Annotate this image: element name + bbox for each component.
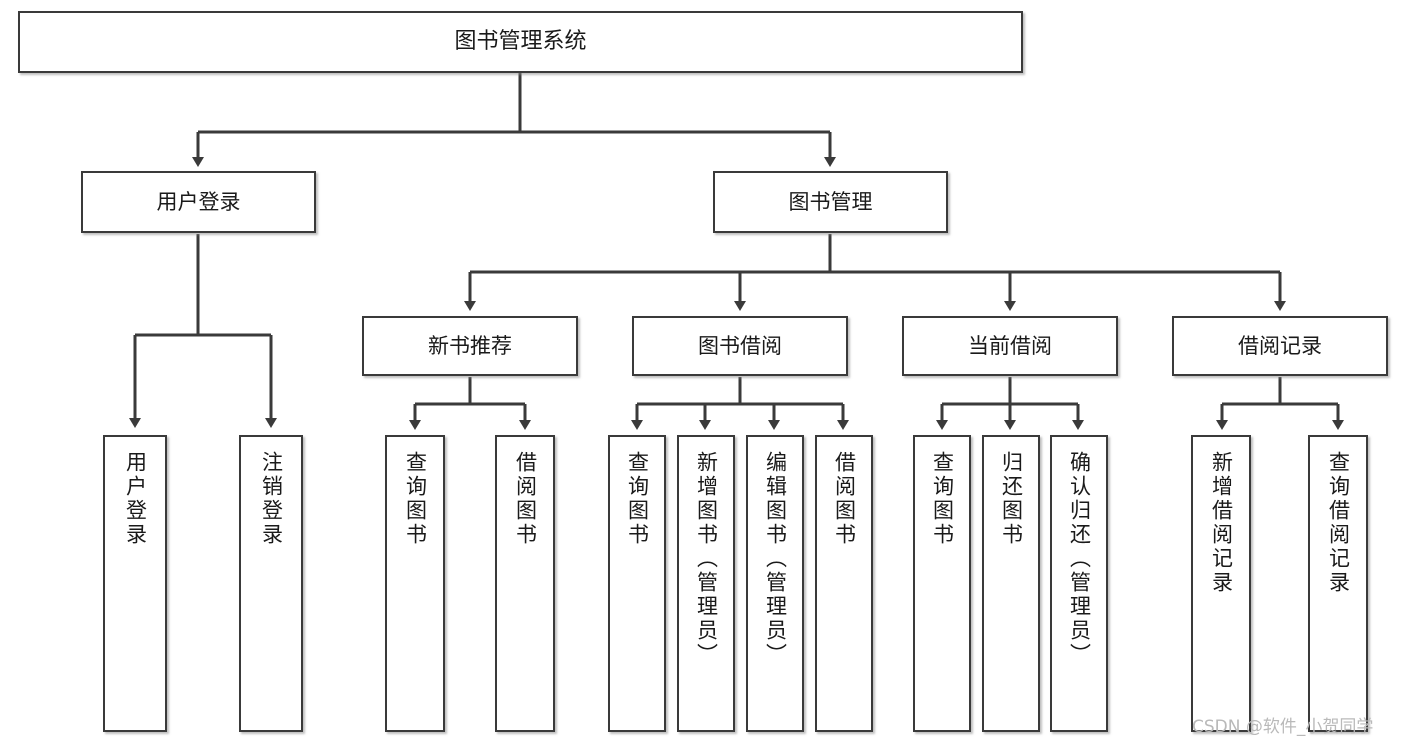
node-label: 查询图书 bbox=[930, 451, 955, 547]
leaf-new-book-query[interactable]: 查询图书 bbox=[385, 435, 445, 732]
node-current-borrow[interactable]: 当前借阅 bbox=[902, 316, 1118, 376]
node-label: 借阅图书 bbox=[832, 451, 857, 547]
leaf-record-query[interactable]: 查询借阅记录 bbox=[1308, 435, 1368, 732]
leaf-borrow-query-book[interactable]: 查询图书 bbox=[608, 435, 666, 732]
node-label: 图书管理系统 bbox=[454, 29, 587, 55]
node-label: 注销登录 bbox=[259, 451, 284, 547]
node-user-login[interactable]: 用户登录 bbox=[81, 171, 316, 233]
node-label: 编辑图书（管理员） bbox=[763, 451, 788, 667]
leaf-borrow-add-book-admin[interactable]: 新增图书（管理员） bbox=[677, 435, 735, 732]
node-label: 归还图书 bbox=[999, 451, 1024, 547]
leaf-user-login-signout[interactable]: 注销登录 bbox=[239, 435, 303, 732]
node-label: 用户登录 bbox=[123, 451, 148, 547]
node-label: 查询图书 bbox=[625, 451, 650, 547]
node-label: 确认归还（管理员） bbox=[1067, 451, 1092, 667]
node-book-management[interactable]: 图书管理 bbox=[713, 171, 948, 233]
node-label: 图书借阅 bbox=[698, 333, 782, 358]
node-new-book-recommend[interactable]: 新书推荐 bbox=[362, 316, 578, 376]
leaf-user-login-signin[interactable]: 用户登录 bbox=[103, 435, 167, 732]
leaf-borrow-borrow-book[interactable]: 借阅图书 bbox=[815, 435, 873, 732]
node-label: 图书管理 bbox=[788, 189, 873, 214]
node-label: 借阅图书 bbox=[513, 451, 538, 547]
node-root-system[interactable]: 图书管理系统 bbox=[18, 11, 1023, 73]
node-label: 当前借阅 bbox=[968, 333, 1052, 358]
node-label: 新增图书（管理员） bbox=[694, 451, 719, 667]
node-label: 查询图书 bbox=[403, 451, 428, 547]
node-book-borrow[interactable]: 图书借阅 bbox=[632, 316, 848, 376]
node-label: 用户登录 bbox=[156, 189, 241, 214]
leaf-record-add[interactable]: 新增借阅记录 bbox=[1191, 435, 1251, 732]
node-label: 借阅记录 bbox=[1238, 333, 1322, 358]
leaf-new-book-borrow[interactable]: 借阅图书 bbox=[495, 435, 555, 732]
leaf-borrow-edit-book-admin[interactable]: 编辑图书（管理员） bbox=[746, 435, 804, 732]
node-borrow-record[interactable]: 借阅记录 bbox=[1172, 316, 1388, 376]
node-label: 查询借阅记录 bbox=[1326, 451, 1351, 595]
node-label: 新增借阅记录 bbox=[1209, 451, 1234, 595]
node-label: 新书推荐 bbox=[428, 333, 512, 358]
leaf-current-confirm-return-admin[interactable]: 确认归还（管理员） bbox=[1050, 435, 1108, 732]
leaf-current-query-book[interactable]: 查询图书 bbox=[913, 435, 971, 732]
leaf-current-return-book[interactable]: 归还图书 bbox=[982, 435, 1040, 732]
